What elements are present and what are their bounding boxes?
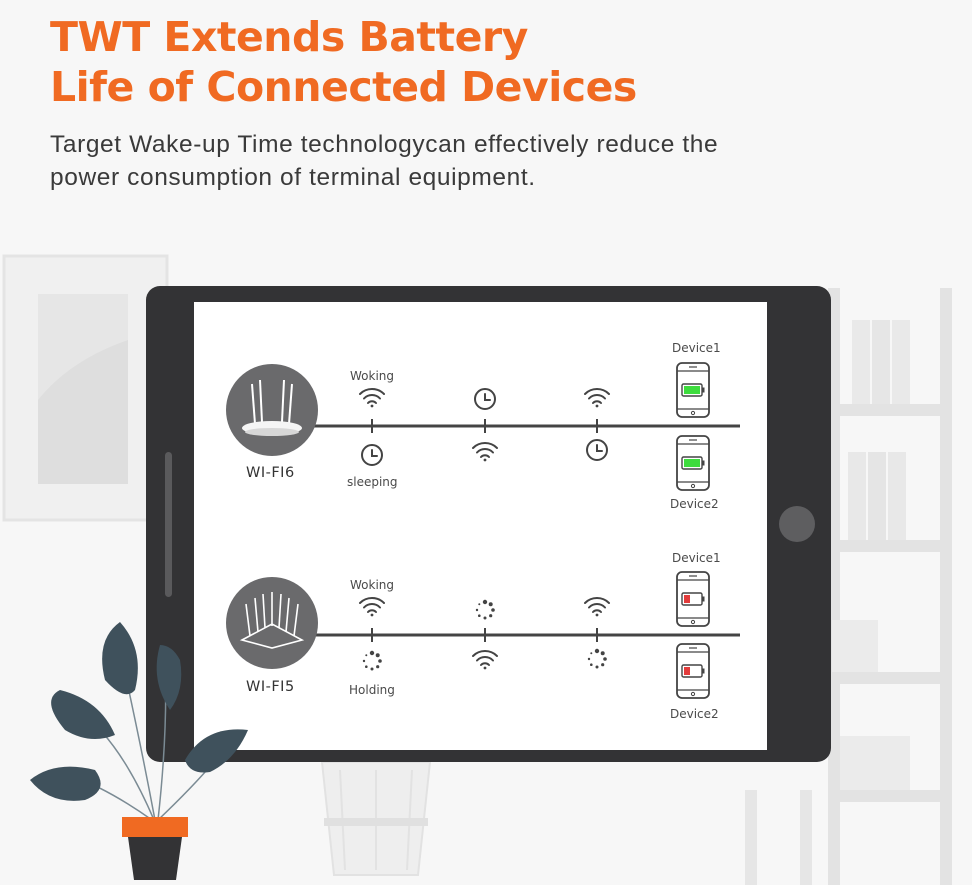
battery-low-icon: [684, 595, 690, 603]
battery-full-icon: [684, 459, 700, 467]
page-title: TWT Extends Battery Life of Connected De…: [50, 12, 637, 112]
battery-low-icon: [684, 667, 690, 675]
wifi6-router-icon: [226, 364, 318, 456]
wifi5-bottom-label: Holding: [349, 683, 395, 697]
wifi5-label: WI-FI5: [246, 679, 295, 695]
subtitle-line-2: power consumption of terminal equipment.: [50, 164, 536, 191]
plant-pot: [122, 817, 188, 880]
device2-phone-icon: [676, 643, 710, 699]
subtitle-line-1: Target Wake-up Time technologycan effect…: [50, 131, 719, 158]
desk: [745, 790, 812, 885]
wifi6-top-label: Woking: [350, 369, 395, 383]
wifi5-router-icon: [226, 577, 318, 669]
device1-phone-icon: [676, 571, 710, 627]
wifi5-device2-label: Device2: [670, 707, 719, 721]
wifi6-device2-label: Device2: [670, 497, 719, 511]
wifi5-section: [226, 571, 740, 699]
wifi6-bottom-label: sleeping: [347, 475, 398, 489]
timeline-ticks: [371, 628, 598, 642]
wifi6-device1-label: Device1: [672, 341, 721, 355]
wifi5-top-label: Woking: [350, 578, 395, 592]
tablet-side-bar: [165, 452, 172, 597]
bookshelf: [828, 288, 952, 885]
wifi6-section: [226, 362, 740, 491]
waste-basket: [320, 761, 432, 876]
tablet-home-button: [779, 506, 815, 542]
title-line-2: Life of Connected Devices: [50, 63, 637, 111]
title-line-1: TWT Extends Battery: [50, 13, 528, 61]
page-subtitle: Target Wake-up Time technologycan effect…: [50, 128, 810, 194]
wall-picture-frame: [2, 254, 169, 522]
wifi6-label: WI-FI6: [246, 465, 295, 481]
timeline-ticks: [371, 419, 598, 433]
device1-phone-icon: [676, 362, 710, 418]
battery-full-icon: [684, 386, 700, 394]
wifi5-device1-label: Device1: [672, 551, 721, 565]
device2-phone-icon: [676, 435, 710, 491]
